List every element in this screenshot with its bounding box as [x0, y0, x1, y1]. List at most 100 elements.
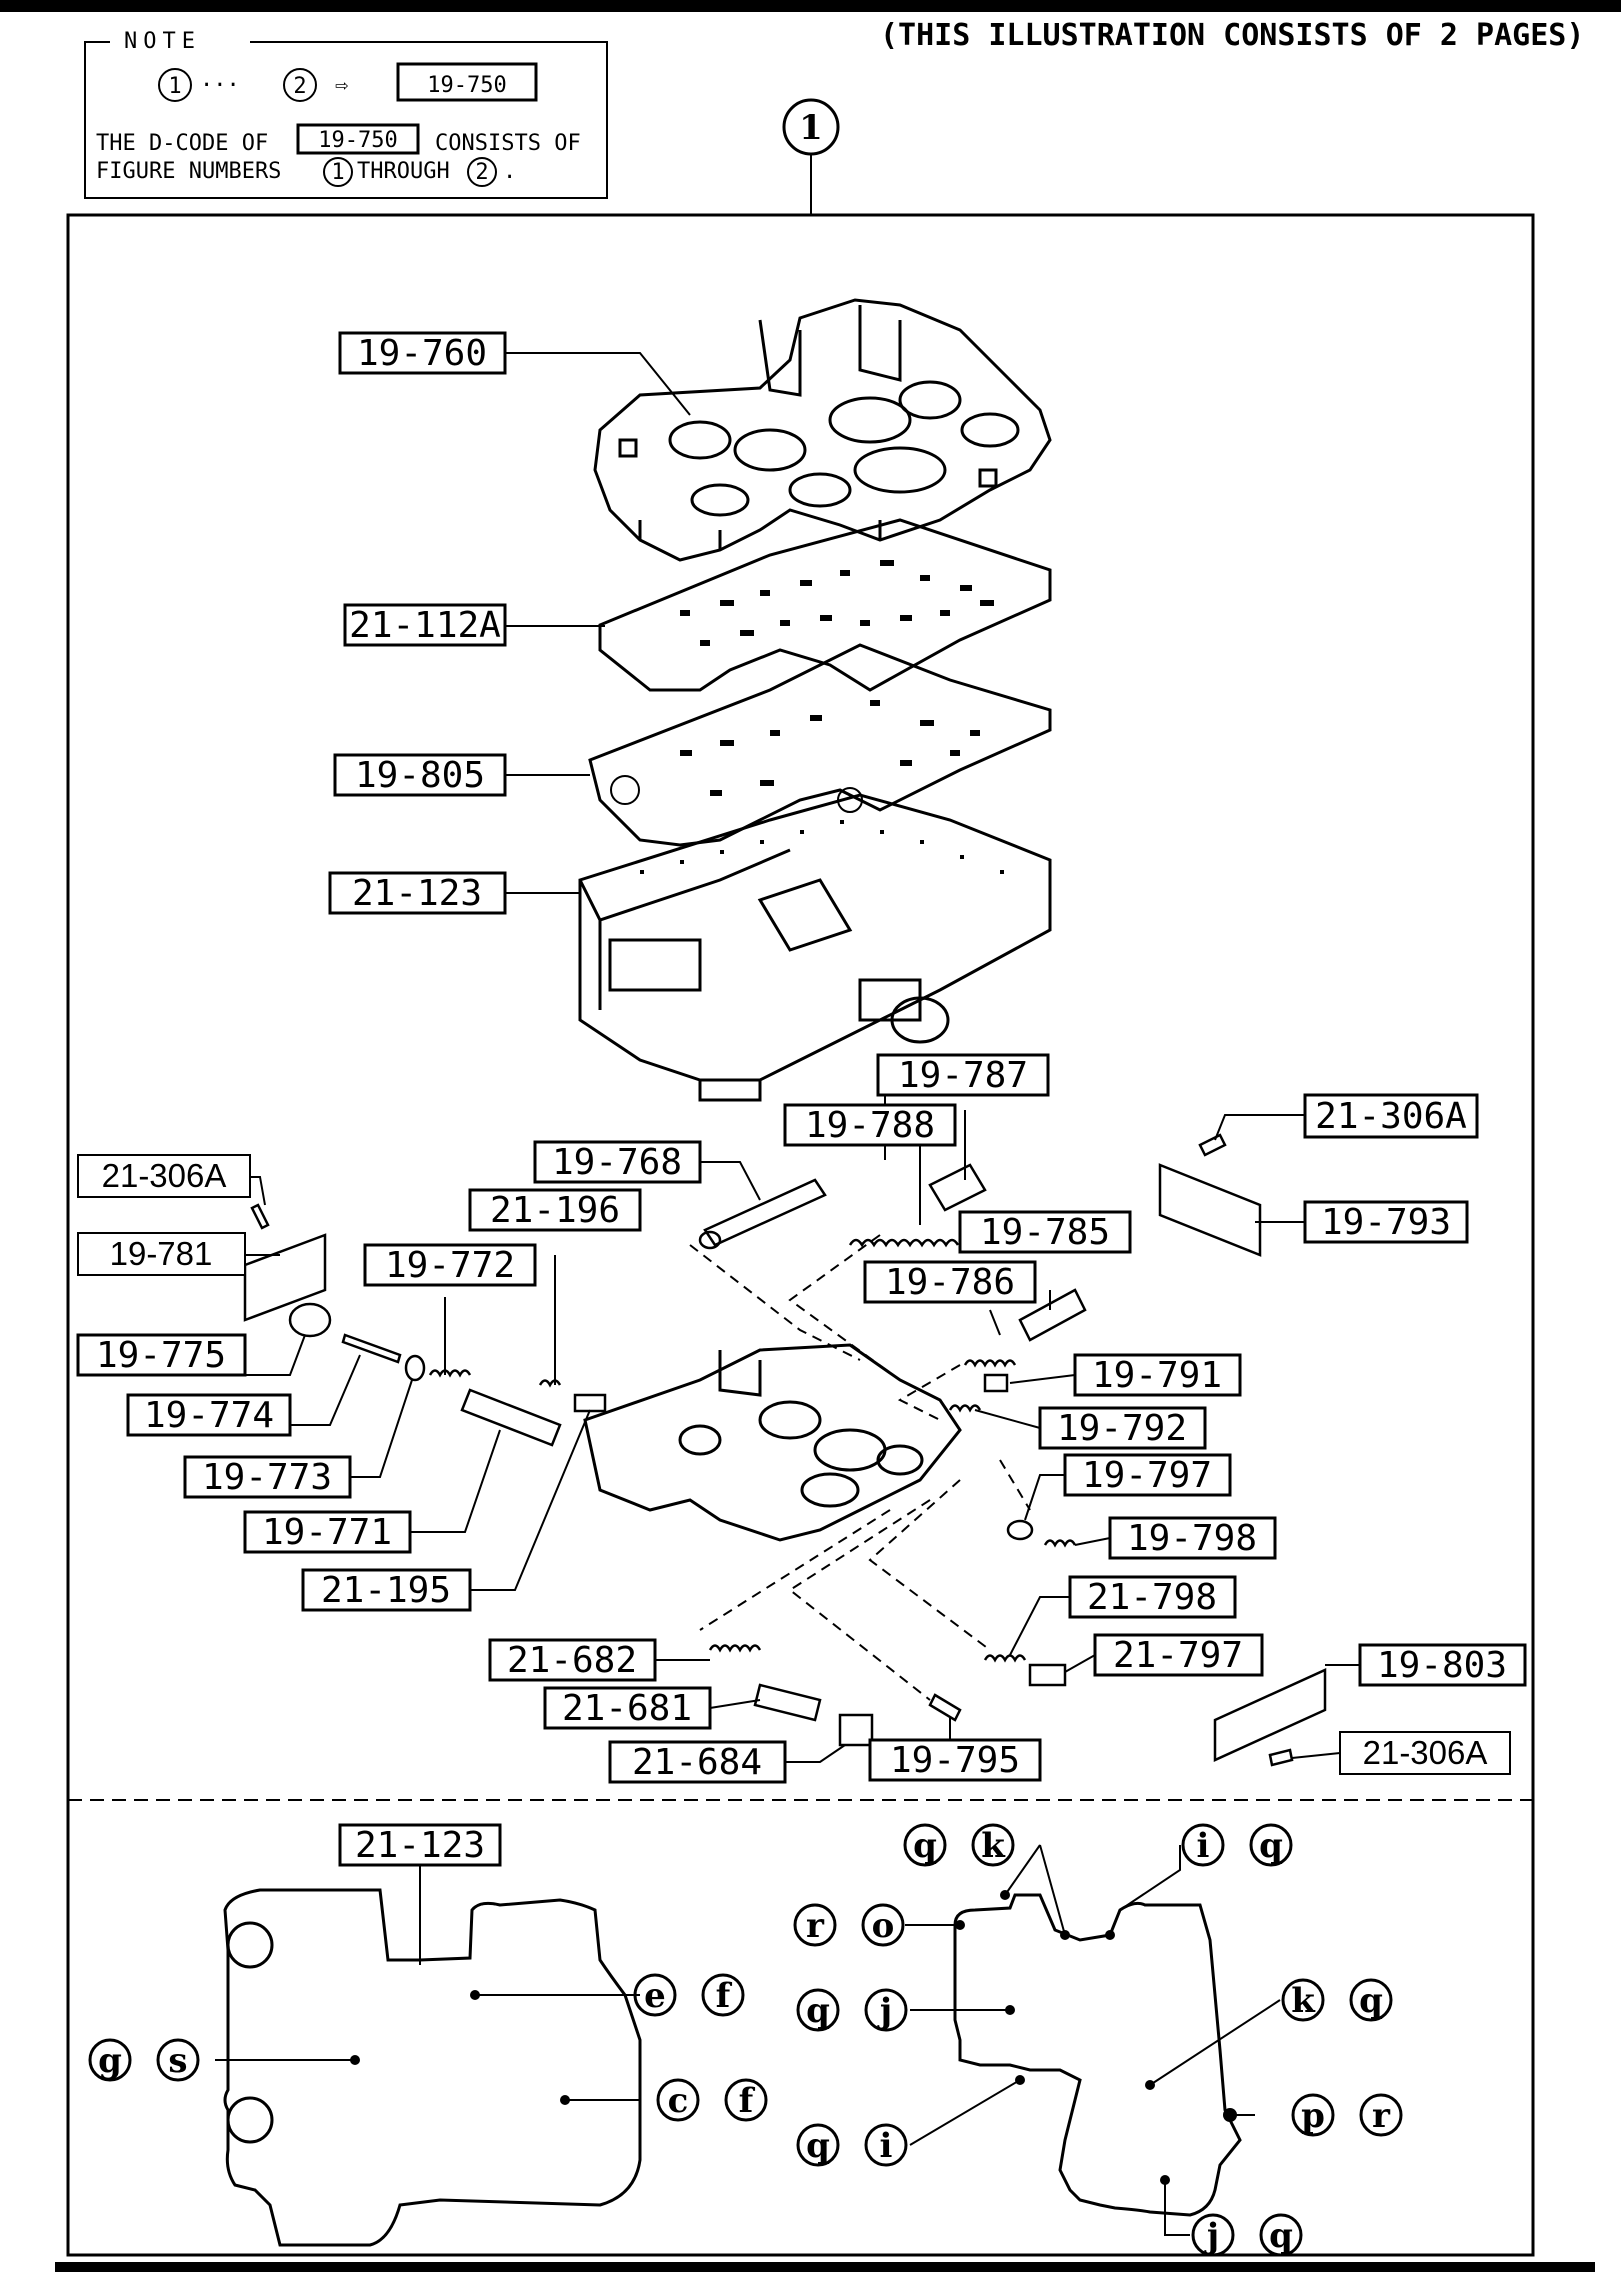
part-label-19-768[interactable]: 19-768: [533, 1140, 702, 1184]
separator-plate-21-112A-drawing: [598, 518, 1052, 692]
svg-text:21-798: 21-798: [1087, 1577, 1217, 1618]
svg-text:19-771: 19-771: [262, 1512, 392, 1553]
bottom-border: [55, 2262, 1595, 2272]
part-label-19-798[interactable]: 19-798: [1108, 1516, 1277, 1560]
part-label-21-123[interactable]: 21-123: [328, 871, 507, 915]
part-label-21-306A-left[interactable]: 21-306A: [77, 1154, 251, 1198]
svg-text:19-791: 19-791: [1092, 1355, 1222, 1396]
svg-text:q: q: [913, 1826, 937, 1866]
note-line1-b: CONSISTS OF: [435, 131, 581, 156]
code-group-e-f: e f: [633, 1973, 745, 2017]
svg-text:19-768: 19-768: [552, 1142, 682, 1183]
part-label-19-785[interactable]: 19-785: [958, 1210, 1132, 1254]
code-group-q-j: q j: [796, 1988, 908, 2032]
svg-text:19-803: 19-803: [1377, 1645, 1507, 1686]
bottom-left-body-outline: [223, 1888, 642, 2247]
bottom-right-body-outline: [953, 1893, 1242, 2217]
part-label-19-773[interactable]: 19-773: [183, 1455, 352, 1499]
svg-text:21-681: 21-681: [562, 1688, 692, 1729]
code-group-g-s: g s: [88, 2038, 200, 2082]
part-label-19-787[interactable]: 19-787: [876, 1053, 1050, 1097]
note-code: 19-750: [427, 73, 506, 98]
part-label-19-803[interactable]: 19-803: [1358, 1643, 1527, 1687]
part-label-19-793[interactable]: 19-793: [1303, 1200, 1469, 1244]
part-label-21-682[interactable]: 21-682: [488, 1638, 657, 1682]
code-group-c-f: c f: [656, 2078, 768, 2122]
svg-text:19-760: 19-760: [357, 333, 487, 374]
svg-text:21-306A: 21-306A: [1363, 1734, 1488, 1771]
svg-text:k: k: [1291, 1981, 1316, 2021]
part-label-19-786[interactable]: 19-786: [863, 1260, 1037, 1304]
svg-text:19-793: 19-793: [1321, 1202, 1451, 1243]
part-label-19-774[interactable]: 19-774: [126, 1393, 292, 1437]
svg-text:f: f: [716, 1976, 733, 2016]
svg-text:c: c: [668, 2081, 689, 2121]
note-line1-code: 19-750: [318, 128, 397, 153]
part-label-19-771[interactable]: 19-771: [243, 1510, 412, 1554]
note-line1-a: THE D-CODE OF: [96, 131, 268, 156]
svg-text:k: k: [981, 1826, 1006, 1866]
svg-text:r: r: [1372, 2096, 1391, 2136]
part-label-19-772[interactable]: 19-772: [363, 1243, 537, 1287]
part-label-19-792[interactable]: 19-792: [1038, 1406, 1207, 1450]
code-group-i-q: i q: [1181, 1823, 1293, 1867]
svg-text:21-682: 21-682: [507, 1640, 637, 1681]
part-label-19-795[interactable]: 19-795: [868, 1738, 1042, 1782]
svg-text:19-787: 19-787: [898, 1055, 1028, 1096]
part-label-19-797[interactable]: 19-797: [1063, 1453, 1232, 1497]
svg-text:19-795: 19-795: [890, 1740, 1020, 1781]
alignment-lines: [689, 1234, 1031, 1701]
code-group-q-i: q i: [796, 2123, 908, 2167]
bottom-points: [350, 1890, 1237, 2185]
svg-text:e: e: [644, 1976, 666, 2016]
code-group-k-q: k q: [1281, 1978, 1393, 2022]
part-label-21-196[interactable]: 21-196: [468, 1188, 642, 1232]
part-label-21-112A[interactable]: 21-112A: [343, 603, 507, 647]
svg-text:19-775: 19-775: [96, 1335, 226, 1376]
note-line2-b: THROUGH: [357, 159, 450, 184]
svg-text:21-196: 21-196: [490, 1190, 620, 1231]
part-label-21-798[interactable]: 21-798: [1068, 1575, 1237, 1619]
svg-text:19-772: 19-772: [385, 1245, 515, 1286]
svg-text:19-774: 19-774: [144, 1395, 274, 1436]
valve-body-lower-drawing: [583, 1343, 962, 1542]
svg-text:s: s: [168, 2041, 187, 2081]
svg-text:19-785: 19-785: [980, 1212, 1110, 1253]
part-label-19-805[interactable]: 19-805: [333, 753, 507, 797]
pages-note: (THIS ILLUSTRATION CONSISTS OF 2 PAGES): [880, 18, 1584, 53]
part-label-21-797[interactable]: 21-797: [1093, 1633, 1264, 1677]
part-label-21-681[interactable]: 21-681: [543, 1686, 712, 1730]
part-label-21-123-bottom[interactable]: 21-123: [338, 1823, 502, 1867]
svg-text:21-112A: 21-112A: [349, 605, 501, 646]
code-group-q-k: q k: [903, 1823, 1015, 1867]
part-label-21-684[interactable]: 21-684: [608, 1740, 787, 1784]
note-arrow: ⇨: [335, 73, 349, 98]
part-label-21-306A-bottom[interactable]: 21-306A: [1339, 1731, 1511, 1775]
part-label-21-195[interactable]: 21-195: [301, 1568, 472, 1612]
part-label-19-788[interactable]: 19-788: [783, 1103, 957, 1147]
svg-text:g: g: [98, 2041, 122, 2081]
figure-number: 1: [799, 108, 823, 148]
code-group-r-o: r o: [793, 1903, 905, 1947]
svg-text:q: q: [1259, 1826, 1283, 1866]
svg-text:19-798: 19-798: [1127, 1518, 1257, 1559]
bottom-leaders: [215, 1844, 1281, 2236]
note-line2-end: .: [503, 159, 516, 184]
part-label-21-306A-right[interactable]: 21-306A: [1303, 1093, 1479, 1139]
svg-text:i: i: [880, 2126, 893, 2166]
svg-text:q: q: [1359, 1981, 1383, 2021]
svg-text:21-684: 21-684: [632, 1742, 762, 1783]
svg-text:21-797: 21-797: [1113, 1635, 1243, 1676]
note-box: NOTE 1 ··· 2 ⇨ 19-750 THE D-CODE OF 19-7…: [84, 29, 608, 199]
svg-text:19-781: 19-781: [110, 1235, 213, 1272]
svg-text:j: j: [877, 1991, 892, 2031]
figure-frame: [66, 213, 1535, 2257]
part-label-19-781[interactable]: 19-781: [77, 1232, 246, 1276]
svg-text:i: i: [1197, 1826, 1210, 1866]
part-label-19-760[interactable]: 19-760: [338, 331, 507, 375]
part-label-19-775[interactable]: 19-775: [76, 1333, 247, 1377]
svg-text:19-788: 19-788: [805, 1105, 935, 1146]
svg-text:21-123: 21-123: [352, 873, 482, 914]
part-label-19-791[interactable]: 19-791: [1073, 1353, 1242, 1397]
